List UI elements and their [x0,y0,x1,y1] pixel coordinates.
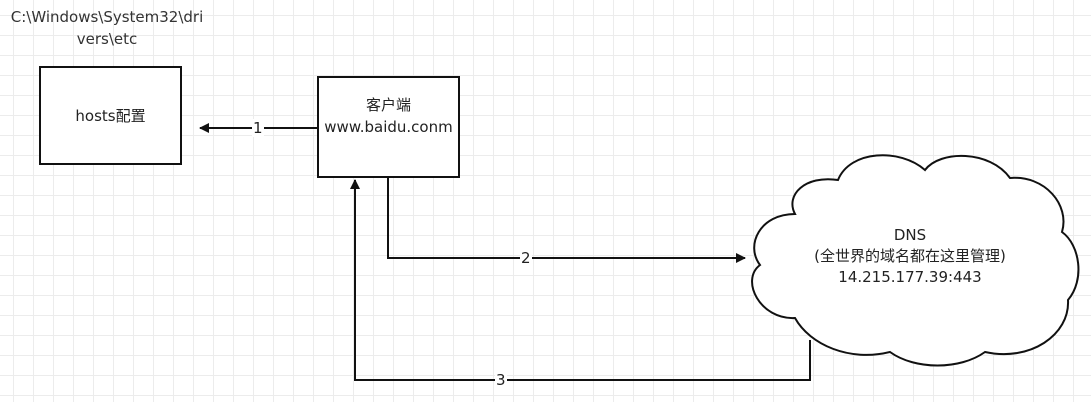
dns-description: (全世界的域名都在这里管理) [814,247,1006,265]
edge-2-line[interactable] [387,178,746,263]
edge-2-label: 2 [520,249,532,267]
hosts-config-label: hosts配置 [75,106,146,125]
client-domain: www.baidu.conm [324,118,453,136]
dns-address: 14.215.177.39:443 [838,268,982,286]
client-title: 客户端 [365,96,411,114]
dns-cloud-shape[interactable] [751,154,1080,367]
dns-title: DNS [893,226,927,244]
edge-3-label: 3 [495,371,507,389]
edge-1-label: 1 [252,119,264,137]
dns-cloud-text: DNS (全世界的域名都在这里管理) 14.215.177.39:443 [760,225,1060,288]
edge-3-line[interactable] [350,179,811,381]
client-node[interactable]: 客户端 www.baidu.conm [317,76,460,178]
path-note: C:\Windows\System32\drivers\etc [10,8,204,48]
hosts-config-node[interactable]: hosts配置 [39,66,182,165]
